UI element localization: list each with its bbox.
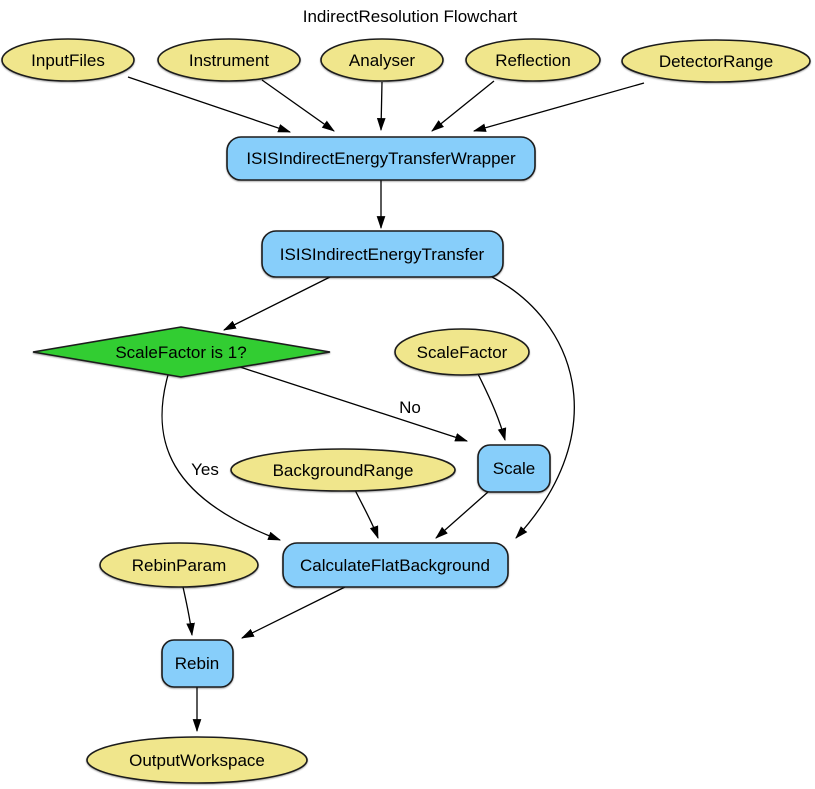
edge-inputfiles-wrapper	[127, 76, 292, 133]
rebin-param-label: RebinParam	[132, 556, 227, 575]
node-scale-factor: ScaleFactor	[394, 328, 530, 376]
edge-detectorrange-wrapper	[472, 82, 645, 132]
node-instrument: Instrument	[157, 38, 301, 82]
edge-energytransfer-decision	[223, 276, 331, 331]
scale-factor-label: ScaleFactor	[417, 343, 508, 362]
analyser-label: Analyser	[349, 51, 415, 70]
analyser-shape	[320, 38, 444, 82]
edge-backgroundrange-calcflatbg	[354, 489, 379, 540]
diagram-title: IndirectResolution Flowchart	[303, 7, 518, 26]
decision-label: ScaleFactor is 1?	[115, 343, 246, 362]
node-isis-indirect-energy-transfer-wrapper: ISISIndirectEnergyTransferWrapper	[226, 136, 536, 181]
edge-instrument-wrapper	[261, 79, 335, 132]
detector-range-shape	[621, 39, 811, 83]
edge-reflection-wrapper	[431, 80, 495, 132]
edge-label-no: No	[399, 398, 421, 417]
node-calculate-flat-background: CalculateFlatBackground	[282, 542, 509, 588]
calc-flat-bg-shape	[282, 542, 509, 588]
rebin-param-shape	[99, 542, 259, 588]
node-input-files: InputFiles	[1, 38, 135, 82]
output-workspace-shape	[86, 736, 308, 784]
edge-group	[127, 76, 645, 733]
edge-analyser-wrapper	[376, 81, 386, 132]
output-workspace-label: OutputWorkspace	[129, 751, 265, 770]
decision-shape	[32, 326, 331, 378]
edge-scale-calcflatbg	[435, 491, 489, 539]
wrapper-label: ISISIndirectEnergyTransferWrapper	[246, 149, 516, 168]
node-decision-scalefactor-is-1: ScaleFactor is 1?	[32, 326, 331, 378]
background-range-label: BackgroundRange	[273, 461, 414, 480]
energy-transfer-label: ISISIndirectEnergyTransfer	[280, 245, 485, 264]
instrument-shape	[157, 38, 301, 82]
edge-decision-calcflatbg-yes	[161, 374, 282, 541]
node-analyser: Analyser	[320, 38, 444, 82]
input-files-label: InputFiles	[31, 51, 105, 70]
node-background-range: BackgroundRange	[230, 448, 456, 492]
edge-label-yes: Yes	[191, 460, 219, 479]
node-isis-indirect-energy-transfer: ISISIndirectEnergyTransfer	[261, 230, 504, 278]
calc-flat-bg-label: CalculateFlatBackground	[300, 556, 490, 575]
node-scale: Scale	[477, 444, 551, 493]
node-detector-range: DetectorRange	[621, 39, 811, 83]
node-reflection: Reflection	[465, 38, 601, 82]
wrapper-shape	[226, 136, 536, 181]
edge-calcflatbg-rebin	[241, 586, 346, 639]
edge-rebinparam-rebin	[182, 586, 195, 637]
background-range-shape	[230, 448, 456, 492]
rebin-label: Rebin	[175, 654, 219, 673]
reflection-label: Reflection	[495, 51, 571, 70]
scale-factor-shape	[394, 328, 530, 376]
node-output-workspace: OutputWorkspace	[86, 736, 308, 784]
rebin-shape	[161, 639, 234, 688]
reflection-shape	[465, 38, 601, 82]
edge-energytransfer-calcflatbg	[491, 276, 575, 539]
energy-transfer-shape	[261, 230, 504, 278]
scale-shape	[477, 444, 551, 493]
detector-range-label: DetectorRange	[659, 52, 773, 71]
input-files-shape	[1, 38, 135, 82]
instrument-label: Instrument	[189, 51, 270, 70]
node-rebin-param: RebinParam	[99, 542, 259, 588]
edge-scalefactor-scale	[477, 373, 507, 442]
scale-label: Scale	[493, 459, 536, 478]
node-rebin: Rebin	[161, 639, 234, 688]
edge-decision-scale-no	[239, 366, 469, 442]
